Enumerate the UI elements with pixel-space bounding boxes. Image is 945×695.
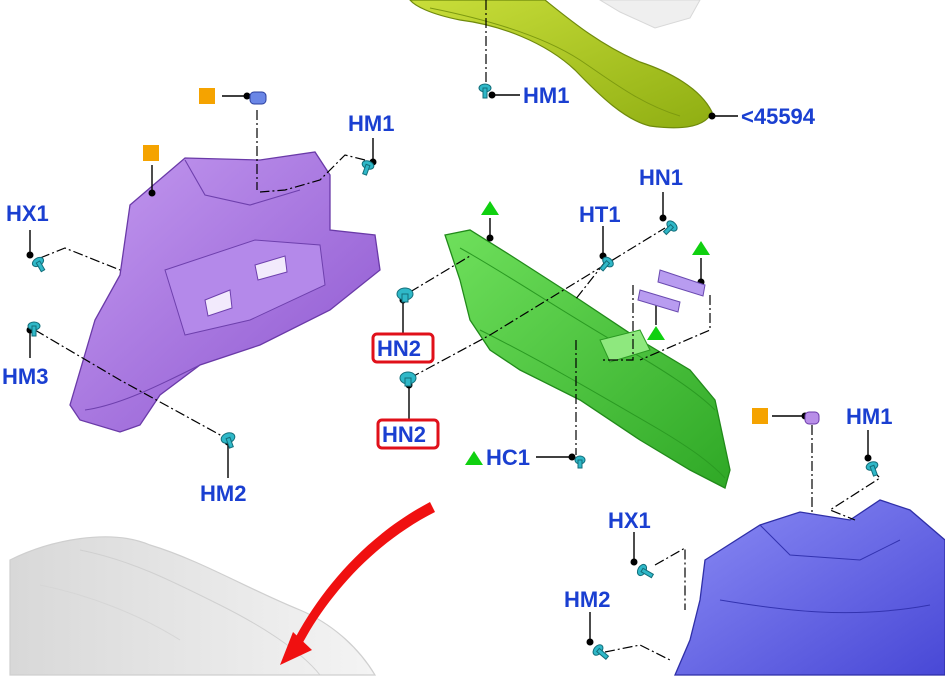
part-center-panel — [444, 229, 731, 489]
label-hm2-left: HM2 — [200, 481, 246, 506]
part-right-quarter-trim — [674, 499, 945, 676]
push-pin-fastener-icon — [220, 432, 236, 449]
retainer-strips — [637, 269, 706, 313]
push-pin-fastener-icon — [599, 256, 614, 272]
push-pin-fastener-icon — [574, 455, 586, 469]
triangle-markers — [465, 201, 710, 465]
part-upper-trim — [409, 0, 713, 129]
push-pin-fastener-icon — [592, 644, 610, 660]
triangle-marker-icon — [465, 451, 483, 465]
push-pin-fastener-icon — [636, 563, 655, 579]
label-hx1-right: HX1 — [608, 508, 651, 533]
label-hm3: HM3 — [2, 364, 48, 389]
push-pin-fastener-icon — [662, 220, 678, 236]
label-hn1: HN1 — [639, 165, 683, 190]
callout-labels: HM1 <45594 HM1 HX1 HM3 HM2 HN1 HT1 HN2 H… — [2, 83, 892, 612]
label-hc1: HC1 — [486, 445, 530, 470]
square-marker-icon — [199, 88, 215, 104]
triangle-marker-icon — [647, 326, 665, 340]
hn2-lower-highlight-box — [376, 418, 440, 450]
label-ref-part: <45594 — [741, 104, 816, 129]
triangle-marker-icon — [692, 241, 710, 255]
fasteners — [27, 83, 879, 660]
label-ht1: HT1 — [579, 202, 621, 227]
label-hm1-right: HM1 — [846, 404, 892, 429]
push-pin-fastener-icon — [31, 256, 46, 273]
push-pin-fastener-icon — [361, 160, 375, 176]
label-hm1-top: HM1 — [523, 83, 569, 108]
push-pin-fastener-icon — [27, 321, 41, 337]
triangle-marker-icon — [481, 201, 499, 215]
push-pin-fastener-icon — [478, 83, 492, 99]
leader-lines — [34, 0, 881, 661]
clip-icons — [249, 91, 820, 425]
label-hm1-left: HM1 — [348, 111, 394, 136]
label-hn2-upper: HN2 — [377, 336, 421, 361]
curved-arrow-icon — [280, 502, 435, 665]
ghost-part-top — [599, 0, 701, 29]
square-markers — [143, 88, 768, 424]
label-hn2-lower: HN2 — [382, 422, 426, 447]
label-hm2-right: HM2 — [564, 587, 610, 612]
square-marker-icon — [752, 408, 768, 424]
push-pin-fastener-icon — [399, 371, 417, 387]
square-marker-icon — [143, 145, 159, 161]
label-hx1-left: HX1 — [6, 201, 49, 226]
clip-top-left — [249, 91, 267, 105]
push-pin-fastener-icon — [865, 461, 879, 477]
push-pin-fastener-icon — [396, 287, 414, 303]
part-left-quarter-trim — [69, 151, 381, 433]
hn2-upper-highlight-box — [371, 332, 435, 364]
callout-lines — [29, 94, 869, 642]
clip-right — [804, 411, 820, 425]
